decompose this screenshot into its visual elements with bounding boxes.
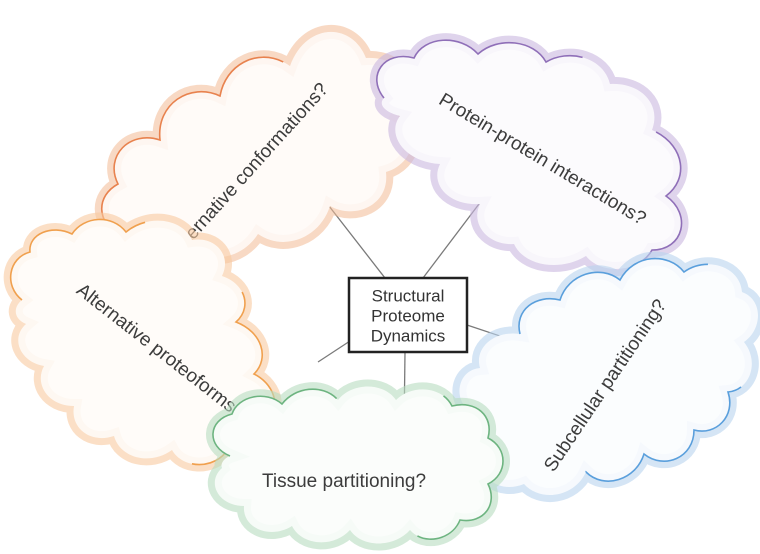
hub-line-1: Structural — [372, 286, 445, 305]
cloud-tissue-label: Tissue partitioning? — [262, 471, 426, 492]
cloud-ppi-outline — [376, 39, 683, 270]
hub-line-3: Dynamics — [371, 326, 446, 345]
hub: Structural Proteome Dynamics — [347, 276, 469, 354]
connector-proteoforms — [317, 340, 351, 363]
cloud-conformations: Alternative conformations? — [94, 25, 420, 266]
cloud-tissue-outline — [212, 385, 504, 545]
cloud-conformations-outline — [101, 31, 414, 259]
hub-box — [347, 276, 469, 354]
cloud-ppi: Protein-protein interactions? — [369, 33, 689, 276]
hub-line-2: Proteome — [371, 306, 445, 325]
cloud-tissue: Tissue partitioning? — [206, 379, 510, 551]
cloud-proteoforms: Alternative proteoforms? — [3, 212, 282, 472]
cloud-subcellular-outline — [458, 257, 759, 496]
cloud-subcellular: Subcellular partitioning? — [452, 251, 760, 503]
